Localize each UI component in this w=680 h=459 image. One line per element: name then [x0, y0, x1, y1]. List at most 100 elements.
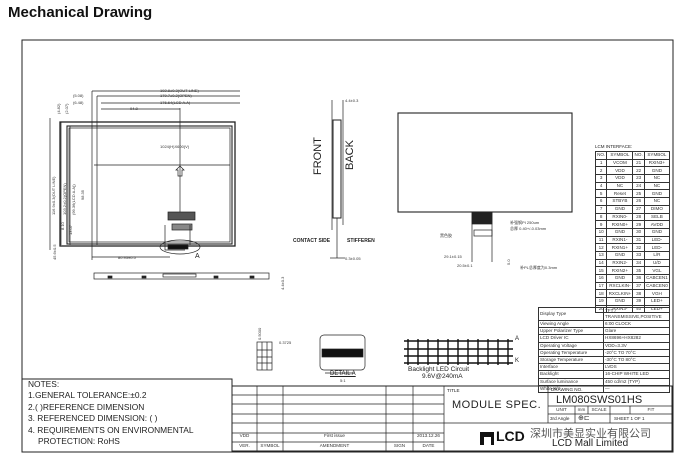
note-item: 3. REFERENCED DIMENSION: ( ) [28, 413, 158, 424]
stiffener-label: STIFFEREN [347, 238, 375, 244]
spec-label: LCD Driver IC [538, 334, 604, 343]
note-item: PROTECTION: RoHS [38, 436, 120, 447]
pin-symbol: STBYB [606, 197, 634, 206]
pin-number: 31 [632, 235, 645, 245]
note-item: 4. REQUIREMENTS ON ENVIRONMENTAL [28, 424, 194, 435]
pi-note: 补强钢PI 250um [510, 220, 540, 225]
spec-value: LVDS [603, 363, 670, 372]
dim-aa-height: (99.36(LCD A.A)) [71, 184, 76, 215]
pin-number: 38 [632, 289, 645, 299]
pin-symbol: GND [606, 297, 634, 306]
led-circuit-title: Backlight LED Circuit [408, 366, 470, 373]
pin-symbol: NC [643, 181, 671, 191]
detail-a-scale: 5:1 [340, 378, 346, 383]
spec-label: Operating Voltage [538, 341, 604, 350]
pin-number: 37 [632, 281, 645, 291]
spec-value: HX8696+HX8282 [603, 334, 670, 343]
dim-fpc-offset: 80.93±0.5 [118, 255, 136, 260]
dim-outline-width: 192.8±0.3(OUT LINE) [160, 88, 199, 93]
pin-number: 21 [632, 158, 645, 168]
pin-number: 3 [594, 174, 608, 183]
table-header-row: NO. SYMBOL NO. SYMBOL [594, 151, 671, 160]
spec-label: Viewing Angle [538, 319, 604, 329]
pin-number: 1 [594, 158, 608, 168]
drawing-no: LM080SWS01HS [556, 394, 643, 406]
resolution-label: 1024(H)X600(V) [160, 144, 190, 149]
pin-number: 6 [594, 197, 608, 206]
spec-label: Backlight [538, 370, 604, 379]
company-name-cn: 深圳市美显实业有限公司 [530, 427, 651, 440]
pin-symbol: VCOM [606, 158, 634, 168]
pin-number: 35 [632, 266, 645, 275]
pin-symbol: U/D [643, 258, 671, 268]
spec-value: — [603, 384, 670, 393]
dim-bottom-1: 45.6±0.5 [52, 244, 57, 260]
dim-bottom-2: 8.10 [60, 222, 65, 230]
pin-number: 33 [632, 250, 645, 260]
pin-symbol: LED- [643, 243, 671, 252]
pin-symbol: VGL [643, 266, 671, 275]
header-no: NO. [632, 151, 645, 160]
pin-symbol: GND [606, 227, 634, 237]
dim-outline-height: 116.9±0.3(OUT LINE) [51, 176, 56, 215]
pin-number: 22 [632, 166, 645, 176]
unit-label: UNIT [556, 407, 567, 412]
spec-value: -20°C TO 70°C [603, 348, 670, 357]
pin-number: 5 [594, 189, 608, 199]
header-no: NO. [594, 151, 608, 160]
dim-top-offset-1: (4.82) [56, 103, 61, 114]
pin-symbol: RXIN0+ [606, 220, 634, 229]
pin-number: 19 [594, 297, 608, 306]
pin-number: 26 [632, 197, 645, 206]
spec-row: White X/Y— [538, 384, 670, 393]
lcm-interface-title: LCM INTERFACE: [595, 144, 633, 149]
pin-number: 17 [594, 281, 608, 291]
pin-symbol: GND [643, 227, 671, 237]
spec-label: Storage Temperature [538, 355, 604, 365]
projection-symbol-icon: ⊕⊏ [578, 415, 590, 422]
pin-number: 13 [594, 250, 608, 260]
header-date: DATE [422, 443, 435, 448]
dim-open-height: 103.2±0.2(OPEN) [62, 183, 67, 215]
header-amendment: AMENDMENT [319, 443, 350, 448]
pin-number: 11 [594, 235, 608, 245]
pin-symbol: NC [643, 197, 671, 206]
pin-number: 29 [632, 220, 645, 229]
spec-row: Operating Temperature-20°C TO 70°C [538, 348, 670, 357]
title-label: TITLE [447, 388, 460, 393]
pin-symbol: NC [606, 181, 634, 191]
led-cathode: K [515, 358, 520, 364]
pin-number: 28 [632, 212, 645, 222]
spec-value: -30°C TO 80°C [603, 355, 670, 365]
pin-number: 2 [594, 166, 608, 176]
pin-number: 39 [632, 297, 645, 306]
dim-center-offset: 94.8 [130, 106, 138, 111]
spec-value: 16-CHIP WHITE LED [603, 370, 670, 379]
pin-number: 14 [594, 258, 608, 268]
pitch-label: 0.3725 [279, 340, 292, 345]
pin-number: 8 [594, 212, 608, 222]
spec-label: Interface [538, 363, 604, 372]
pin-symbol: VDD [606, 166, 634, 176]
dim-bottom-3: 13.07 [68, 224, 73, 235]
dim-panel-thickness: 4.4±0.3 [345, 98, 359, 103]
pin-symbol: VDD [606, 174, 634, 183]
dim-open-width: 179.7±0.2(OPEN) [160, 93, 192, 98]
dim-c: 5.0 [506, 259, 511, 265]
pin-symbol: NC [643, 174, 671, 183]
company-logo: LCD [480, 428, 525, 446]
